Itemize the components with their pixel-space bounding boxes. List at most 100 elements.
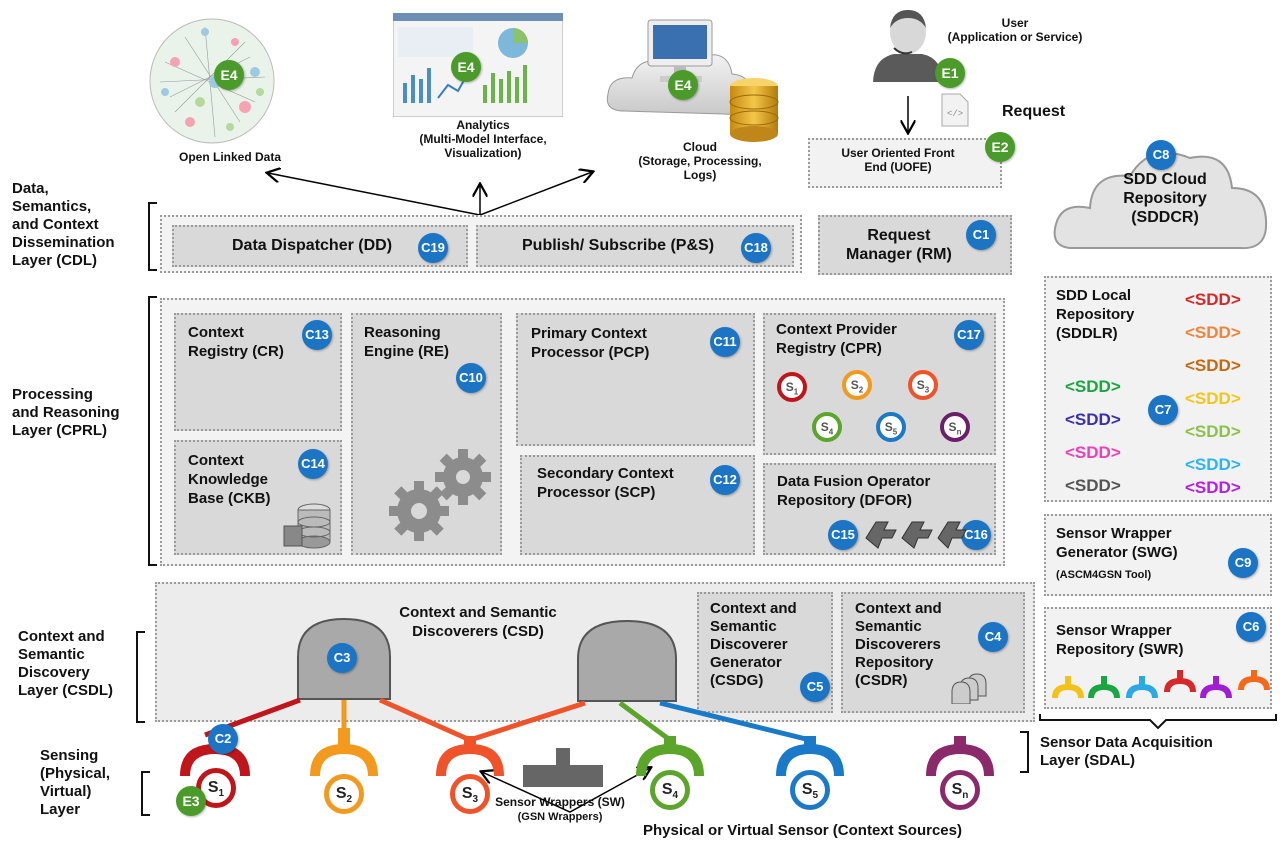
publish-subscribe-label: Publish/ Subscribe (P&S)	[522, 237, 715, 254]
sensor-s4: S4	[650, 770, 690, 810]
csd-line-2: Discoverers (CSD)	[412, 623, 544, 640]
cprl-line-2: and Reasoning	[12, 404, 120, 421]
sdd-tag-brown: <SDD>	[1185, 356, 1241, 375]
cprl-line-3: Layer (CPRL)	[12, 422, 108, 439]
sdd-tag-lightgreen: <SDD>	[1185, 422, 1241, 441]
pcp-label: Primary Context Processor (PCP)	[531, 324, 649, 362]
cloud-storage-image	[606, 19, 779, 142]
uofe-box	[808, 138, 1002, 188]
cpr-sensor-s4: S4	[812, 412, 842, 442]
c9-badge: C9	[1228, 548, 1258, 578]
sensor-s5: S5	[790, 770, 830, 810]
c15-badge: C15	[828, 520, 858, 550]
swr-line-2: Repository (SWR)	[1056, 641, 1184, 658]
csdl-layer-label: Context and Semantic Discovery Layer (CS…	[18, 628, 113, 700]
swr-label: Sensor Wrapper Repository (SWR)	[1056, 621, 1184, 659]
sn-sub: n	[962, 790, 969, 802]
ckb-line-2: Knowledge	[188, 471, 269, 488]
request-label: Request	[1002, 103, 1066, 120]
c19-badge: C19	[418, 233, 448, 263]
sdd-tag-pink: <SDD>	[1065, 443, 1121, 462]
cpr-s5-sub: 5	[892, 427, 898, 437]
context-registry-label: Context Registry (CR)	[188, 323, 284, 361]
csdr-line-3: Discoverers	[855, 636, 941, 653]
cpr-sensor-s1: S1	[777, 372, 807, 402]
c13-badge: C13	[302, 320, 332, 350]
cpr-s3-letter: S	[916, 378, 925, 392]
e4-badge-analytics: E4	[451, 52, 481, 82]
cr-line-1: Context	[188, 324, 244, 341]
sn-letter: S	[951, 781, 963, 798]
cpr-line-2: Registry (CPR)	[776, 340, 882, 357]
gears-icon	[389, 449, 491, 541]
cpr-sensor-s5: S5	[876, 412, 906, 442]
c7-badge: C7	[1148, 395, 1178, 425]
sensor-s3: S3	[450, 774, 490, 814]
c10-badge: C10	[456, 363, 486, 393]
ckb-line-3: Base (CKB)	[188, 490, 271, 507]
ckb-line-1: Context	[188, 452, 244, 469]
cpr-line-1: Context Provider	[776, 321, 897, 338]
rm-line-1: Request	[867, 227, 931, 244]
s1-sub: 1	[218, 788, 225, 800]
cpr-label: Context Provider Registry (CPR)	[776, 320, 897, 358]
csdr-line-1: Context and	[855, 600, 942, 617]
csdg-label: Context and Semantic Discoverer Generato…	[710, 600, 797, 690]
sensing-layer-label: Sensing (Physical, Virtual) Layer	[40, 747, 110, 819]
scp-label: Secondary Context Processor (SCP)	[537, 464, 674, 502]
sddcr-line-1: SDD Cloud	[1123, 171, 1207, 188]
cpr-s2-letter: S	[850, 378, 859, 392]
cpr-sn-sub: n	[956, 427, 962, 437]
csdg-line-2: Semantic	[710, 618, 777, 635]
cpr-s5-letter: S	[884, 420, 893, 434]
c1-badge: C1	[966, 220, 996, 250]
sddlr-line-3: (SDDLR)	[1056, 325, 1118, 342]
sdd-tag-orange: <SDD>	[1185, 323, 1241, 342]
physical-virtual-sensor-label: Physical or Virtual Sensor (Context Sour…	[643, 822, 962, 839]
analytics-subtitle-2: Visualization)	[444, 146, 522, 160]
sdal-line-1: Sensor Data Acquisition	[1040, 734, 1213, 751]
c3-badge: C3	[327, 643, 357, 673]
sensing-line-4: Layer	[40, 801, 81, 818]
e4-badge-linked-data: E4	[214, 60, 244, 90]
c14-badge: C14	[298, 449, 328, 479]
csdl-line-3: Discovery	[18, 664, 90, 681]
sddcr-label: SDD Cloud Repository (SDDCR)	[1095, 170, 1235, 227]
c12-badge: C12	[710, 465, 740, 495]
rm-line-2: Manager (RM)	[846, 246, 952, 263]
sdd-tag-indigo: <SDD>	[1065, 410, 1121, 429]
cprl-line-1: Processing	[12, 386, 93, 403]
s2-letter: S	[335, 785, 347, 802]
cr-line-2: Registry (CR)	[188, 343, 284, 360]
e3-badge: E3	[176, 786, 206, 816]
csdr-line-5: (CSDR)	[855, 672, 908, 689]
analytics-subtitle-1: (Multi-Model Interface,	[419, 132, 547, 146]
sensor-wrapper-icons	[1052, 670, 1270, 698]
csdg-line-1: Context and	[710, 600, 797, 617]
uofe-label: User Oriented Front End (UOFE)	[818, 146, 978, 174]
s5-sub: 5	[812, 790, 819, 802]
c4-badge: C4	[978, 622, 1008, 652]
sdd-tag-skyblue: <SDD>	[1185, 455, 1241, 474]
sdal-line-2: Layer (SDAL)	[1040, 752, 1136, 769]
c6-badge: C6	[1236, 612, 1266, 642]
s3-letter: S	[461, 785, 473, 802]
sddcr-line-3: (SDDCR)	[1131, 209, 1199, 226]
sdal-layer-label: Sensor Data Acquisition Layer (SDAL)	[1040, 734, 1213, 770]
e4-badge-cloud: E4	[668, 70, 698, 100]
user-avatar-icon	[873, 10, 943, 82]
csdg-line-5: (CSDG)	[710, 672, 764, 689]
cpr-sensor-s2: S2	[842, 370, 872, 400]
swg-line-2: Generator (SWG)	[1056, 544, 1178, 561]
cloud-subtitle-1: (Storage, Processing,	[638, 154, 762, 168]
sensing-line-3: Virtual)	[40, 783, 92, 800]
cprl-layer-label: Processing and Reasoning Layer (CPRL)	[12, 386, 120, 440]
pcp-line-1: Primary Context	[531, 325, 647, 342]
cloud-label: Cloud (Storage, Processing, Logs)	[620, 140, 780, 182]
sdd-tag-red: <SDD>	[1185, 290, 1241, 309]
cdl-line-1: Data,	[12, 180, 49, 197]
cpr-s4-sub: 4	[828, 427, 834, 437]
cdl-layer-label: Data, Semantics, and Context Disseminati…	[12, 180, 115, 270]
cdl-line-4: Dissemination	[12, 234, 115, 251]
sw-line-2: (GSN Wrappers)	[517, 811, 603, 823]
